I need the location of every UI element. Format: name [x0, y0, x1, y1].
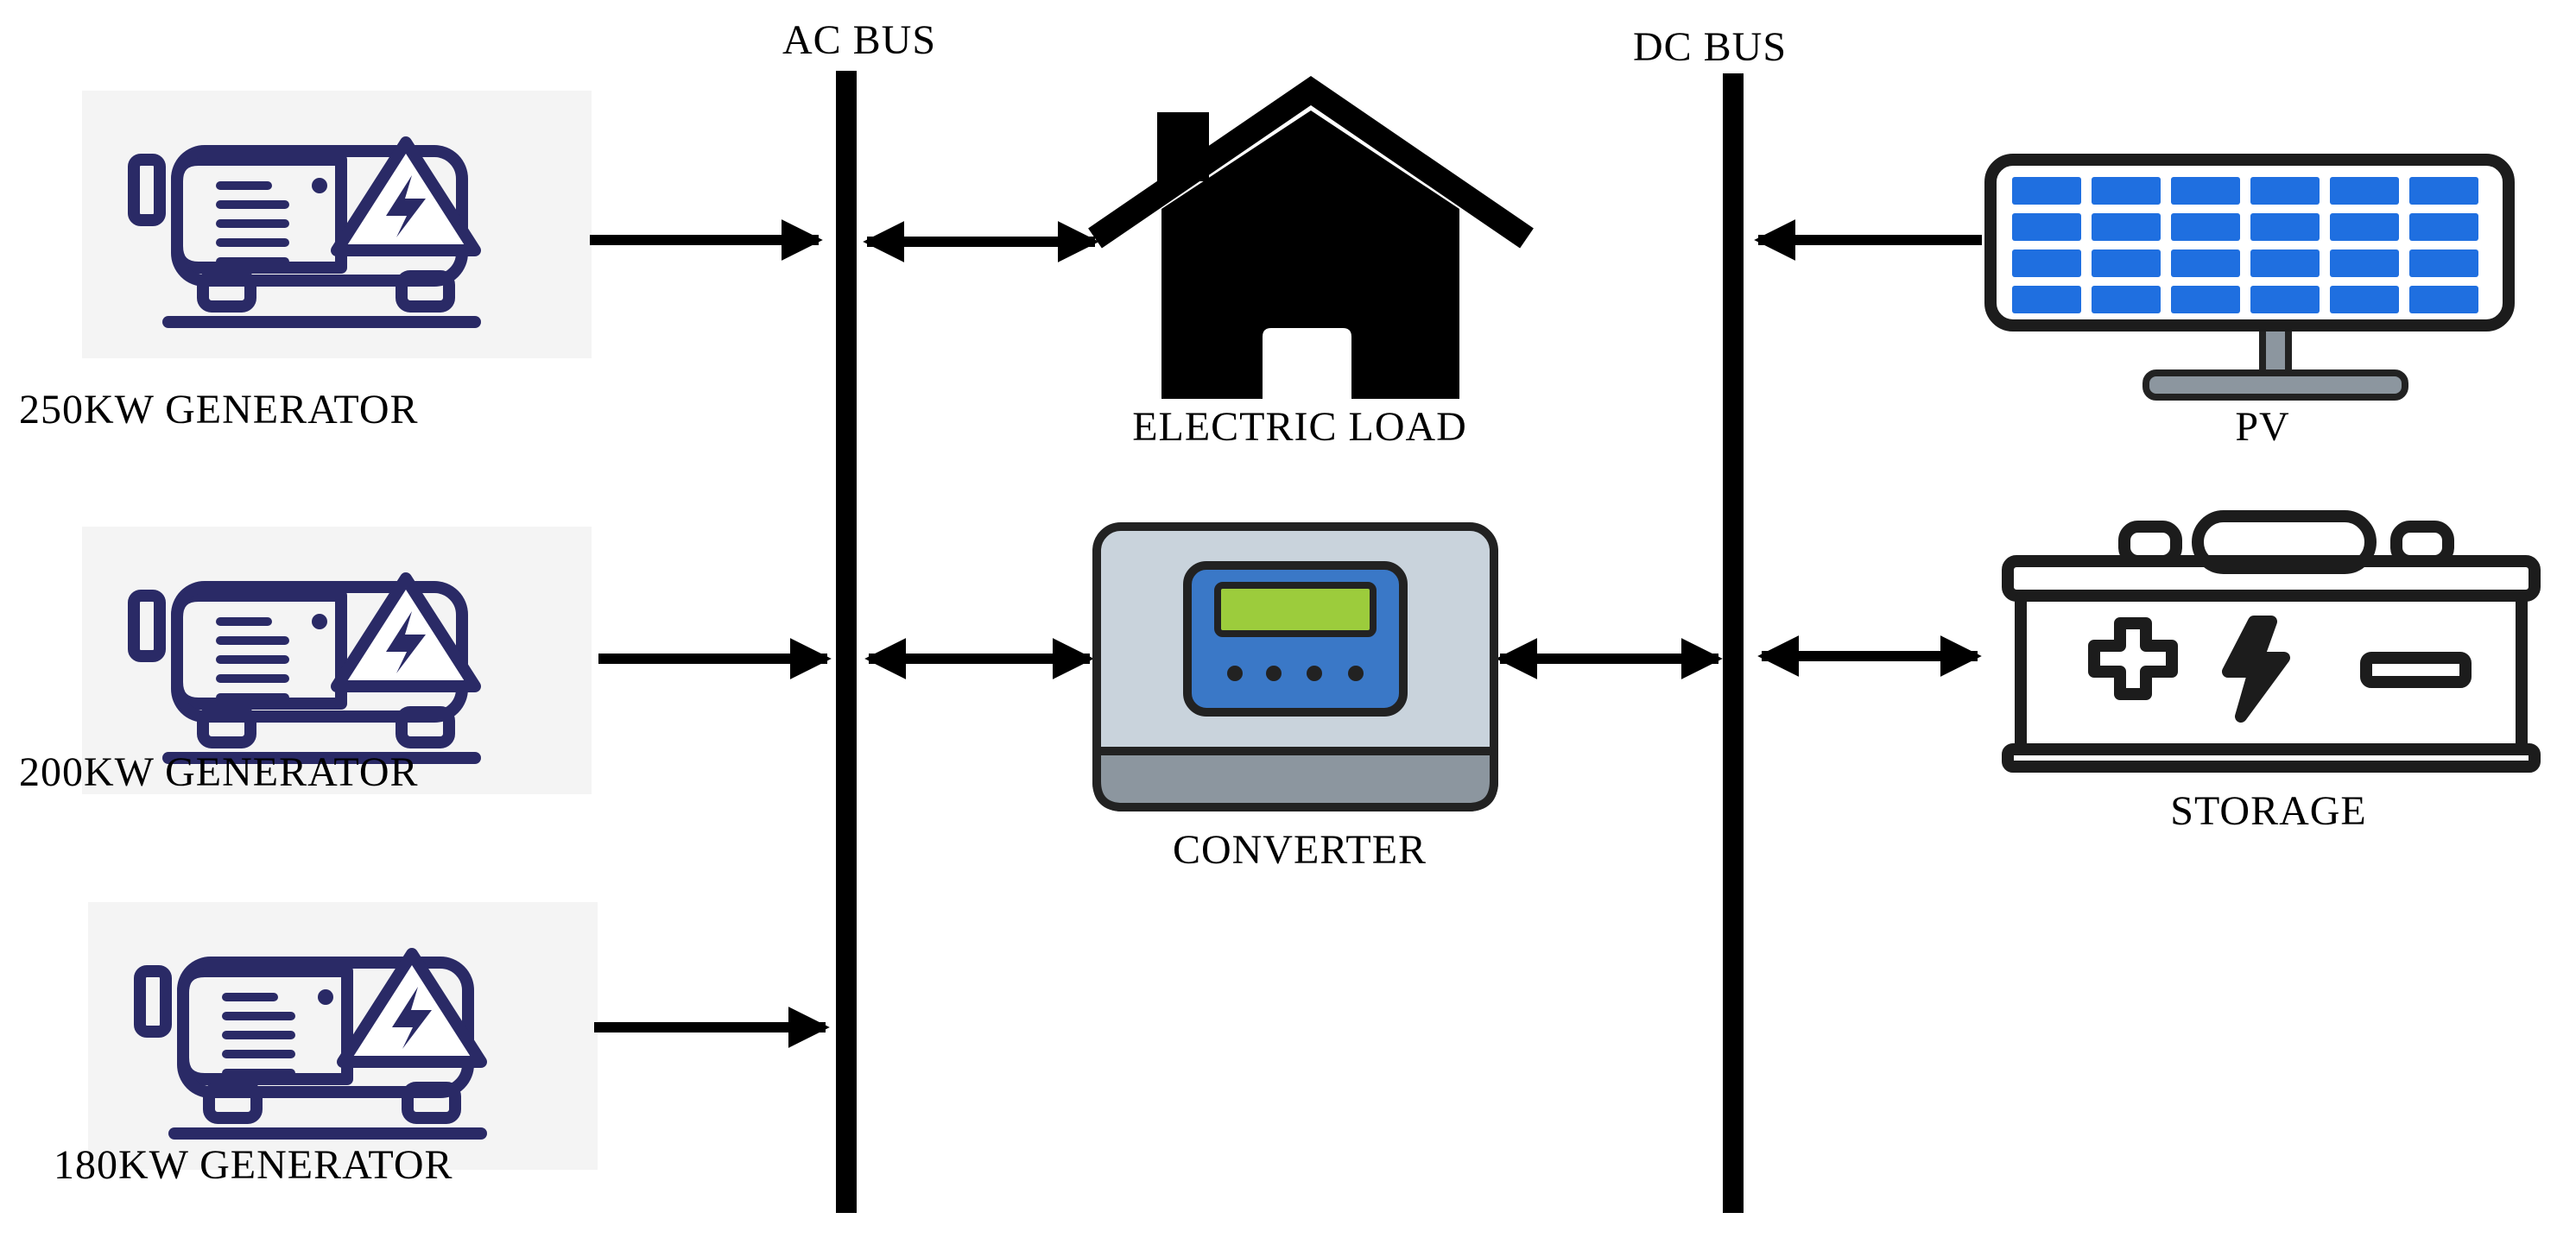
solar-cell [2250, 177, 2320, 205]
solar-cell [2409, 213, 2478, 241]
solar-cell [2171, 213, 2240, 241]
solar-cell [2012, 177, 2081, 205]
solar-cell [2171, 286, 2240, 313]
storage-label: STORAGE [2170, 788, 2366, 834]
solar-cell [2409, 286, 2478, 313]
solar-cell [2250, 286, 2320, 313]
converter-icon [1092, 522, 1498, 811]
solar-cell [2330, 286, 2399, 313]
solar-cell [2250, 249, 2320, 277]
solar-cell [2330, 177, 2399, 205]
ac-bus-label: AC BUS [782, 17, 936, 63]
solar-cell [2012, 286, 2081, 313]
solar-cell [2092, 213, 2161, 241]
generator-icon [88, 902, 598, 1170]
solar-cell [2409, 177, 2478, 205]
solar-cell [2409, 249, 2478, 277]
dc-bus-label: DC BUS [1633, 24, 1787, 70]
solar-cell [2092, 249, 2161, 277]
solar-cell [2092, 177, 2161, 205]
solar-panel-icon [1984, 154, 2515, 401]
generator-250-label: 250KW GENERATOR [19, 387, 419, 433]
solar-cell [2171, 249, 2240, 277]
electric-load-label: ELECTRIC LOAD [1132, 404, 1467, 450]
house-icon [1088, 76, 1534, 399]
generator-180-label: 180KW GENERATOR [54, 1142, 453, 1188]
solar-cell [2171, 177, 2240, 205]
generator-icon [82, 91, 592, 358]
generator-200-label: 200KW GENERATOR [19, 749, 419, 795]
pv-label: PV [2235, 404, 2289, 450]
solar-cell [2330, 249, 2399, 277]
solar-cell [2012, 213, 2081, 241]
solar-cell [2092, 286, 2161, 313]
solar-cell [2012, 249, 2081, 277]
converter-label: CONVERTER [1173, 827, 1427, 873]
solar-cell [2250, 213, 2320, 241]
solar-cell [2330, 213, 2399, 241]
battery-icon [2002, 510, 2541, 773]
